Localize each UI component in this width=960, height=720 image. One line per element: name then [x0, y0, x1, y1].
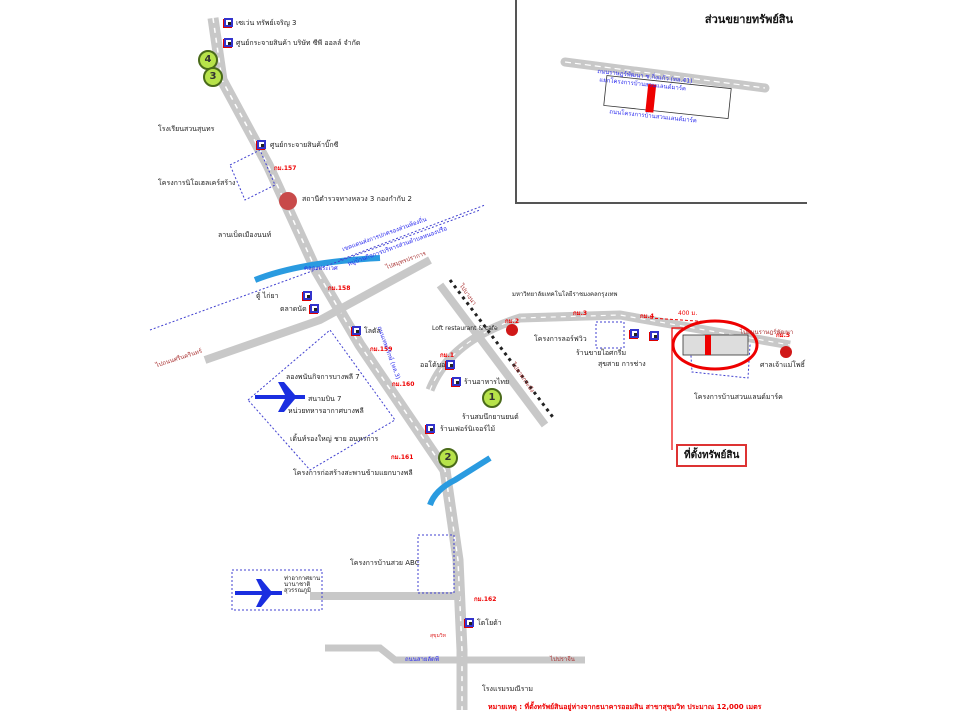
marker-1: 1: [482, 388, 502, 408]
landmark-project-label: โครงการบ้านสวนแลนด์มาร์ค: [694, 393, 783, 401]
footnote: หมายเหตุ : ที่ตั้งทรัพย์สินอยู่ห่างจากธน…: [488, 703, 762, 711]
poi-marker: [310, 304, 319, 313]
main-highway: [207, 17, 468, 710]
mini-mart-label: ตู้ ไก่ยา: [256, 292, 279, 300]
distance-arrow: [649, 317, 713, 323]
distance-label: 400 ม.: [678, 310, 698, 317]
km-marker: กม.160: [392, 381, 415, 388]
land-project-label: โครงการลอร์ฟวิว: [534, 335, 587, 343]
shop-car-label: ร้านสมนึกยานยนต์: [462, 413, 519, 421]
airport-boundary: [231, 569, 323, 611]
poi-marker: [224, 38, 233, 47]
inset-bottom-road-label: ถนนโครงการบ้านสวนแลนด์มาร์ค: [608, 108, 698, 125]
lotus-label: โลตัส: [364, 327, 381, 335]
hometown-boundary: [229, 149, 276, 201]
poi-marker: [630, 329, 639, 338]
temple-label: ลองพนันกิจการบางพลี 7: [286, 373, 360, 381]
boundary-line: [339, 204, 486, 261]
poi-label: เซเว่น ทรัพย์เจริญ 3: [236, 19, 297, 27]
east-road-label: ไปถนนราษฎร์พัฒนา: [740, 329, 794, 336]
poi-marker: [446, 360, 455, 369]
airplane-icon: [235, 579, 282, 607]
inset-title: ส่วนขยายทรัพย์สิน: [704, 13, 793, 26]
abc-project-label: โครงการบ้านสวย ABC: [350, 559, 420, 567]
callout-leader: [671, 327, 683, 450]
hospital-label: สุขุมวิท: [430, 633, 446, 639]
construction-label: โครงการก่อสร้างสะพานข้ามแยกบางพลี: [293, 469, 413, 477]
school-label: โรงเรียนสวนสุนทร: [158, 125, 215, 133]
market-label: ตลาดนัด: [280, 305, 307, 313]
project-label: โครงการนิโอเฮลเคร์สร้าง: [158, 179, 236, 187]
boundary-line: [149, 209, 481, 331]
university-label: มหาวิทยาลัยเทคโนโลยีราชมงคลกรุงเทพ: [512, 291, 618, 298]
km-marker: กม.1: [440, 352, 455, 359]
hotel-bottom-label: โรงแรมรมณีราม: [482, 685, 533, 693]
shop-b-label: สุขสาย การช่าง: [598, 360, 646, 368]
marker-3: 3: [203, 67, 223, 87]
bottom-road-right-label: ไปปราจีน: [550, 656, 575, 663]
toyota-label: โตโยต้า: [477, 619, 502, 627]
abc-boundary: [417, 534, 455, 594]
marker-2: 2: [438, 448, 458, 468]
poi-marker: [352, 326, 361, 335]
poi-label: ศูนย์กระจายสินค้า บริษัท ซีพี ออลล์ จำกั…: [236, 39, 361, 47]
diagonal-road: [436, 279, 557, 428]
airbase-label: หน่วยทหารอากาศบางพลี: [288, 407, 364, 415]
km-marker: กม.2: [505, 318, 520, 325]
poi-marker: [452, 377, 461, 386]
big-house-label: เติ้นท์รองใหญ่ ชาย อนหรการ: [290, 435, 379, 443]
canal: [253, 255, 381, 283]
km-marker: กม.157: [274, 165, 297, 172]
shrine-label: ศาลเจ้าแม่โพธิ์: [760, 361, 805, 369]
shop-a-label: ร้านขายไอศกรีม: [576, 349, 627, 357]
canal-south: [427, 455, 492, 507]
inset-panel: ส่วนขยายทรัพย์สิน ถนนราษฎร์พัฒนา ซ.กิ่งแ…: [515, 0, 807, 204]
poi-marker: [650, 331, 659, 340]
inset-road: [560, 57, 770, 119]
km-marker: กม.158: [328, 285, 351, 292]
property-highlight-circle: [671, 319, 759, 371]
km-marker: กม.4: [640, 313, 655, 320]
canal-label: คลองประเวศ: [304, 265, 338, 272]
property-plots: [682, 334, 749, 356]
km-marker: กม.161: [391, 454, 414, 461]
bottom-road: [325, 644, 585, 664]
suvarnabhumi-label: ท่าอากาศยาน นานาชาติสุวรรณภูมิ: [284, 575, 321, 594]
airbase-boundary: [247, 329, 396, 471]
airport-ref-label: สนามบิน 7: [308, 395, 342, 403]
east-curve-road: [425, 310, 791, 392]
market-sign-label: ลานเบ็ดเมืองนนท์: [218, 231, 272, 239]
poi-marker: [303, 291, 312, 300]
bottom-road-left-label: ถนนสายลัดพี: [405, 656, 439, 663]
police-icon: [279, 192, 297, 210]
shrine-icon: [780, 346, 792, 358]
poi-marker: [257, 140, 266, 149]
restaurant-thai-label: ร้านอาหารไทย: [464, 378, 510, 386]
km-marker: กม.162: [474, 596, 497, 603]
hotel-left-label: ออโต้บอย: [420, 361, 450, 369]
landview-boundary: [595, 321, 625, 349]
cafe-icon: [506, 324, 518, 336]
km-marker: กม.159: [370, 346, 393, 353]
distribution-center-label: ศูนย์กระจายสินค้าบิ๊กซี: [270, 141, 339, 149]
property-location-callout: ที่ตั้งทรัพย์สิน: [676, 444, 748, 467]
airplane-icon: [255, 382, 305, 412]
shop-wood-label: ร้านเฟอร์นิเจอร์ไม้: [440, 425, 496, 433]
cafe-label: Loft restaurant & cafe: [432, 325, 498, 332]
km-marker: กม.3: [573, 310, 588, 317]
km-marker: กม.5: [776, 332, 791, 339]
poi-marker: [224, 18, 233, 27]
poi-marker: [426, 424, 435, 433]
police-label: สถานีตำรวจทางหลวง 3 กองกำกับ 2: [302, 195, 413, 203]
poi-marker: [465, 618, 474, 627]
cross-road-west: [203, 256, 432, 364]
